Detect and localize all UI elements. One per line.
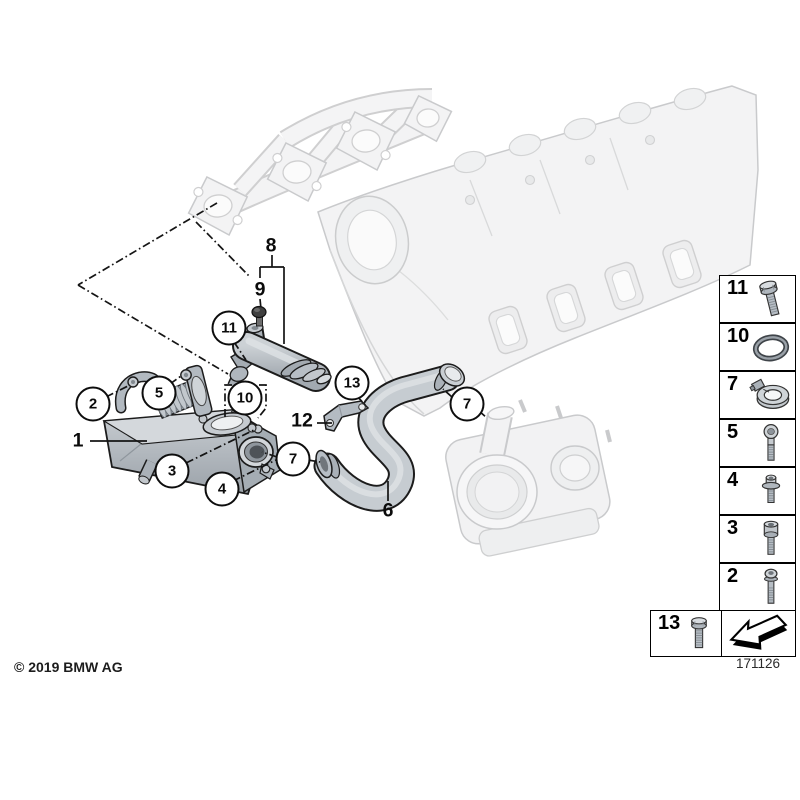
callout-7-right[interactable]: 7	[449, 386, 485, 422]
legend-item-4[interactable]: 4	[719, 467, 796, 515]
legend-item-2[interactable]: 2	[719, 563, 796, 611]
legend-number: 4	[727, 469, 739, 491]
callout-9[interactable]: 9	[254, 278, 266, 301]
view-direction-arrow-icon	[729, 614, 788, 650]
cylinder-head-ghost	[317, 85, 759, 417]
callout-10[interactable]: 10	[227, 380, 263, 416]
callout-7-left[interactable]: 7	[275, 441, 311, 477]
callout-13[interactable]: 13	[334, 365, 370, 401]
flange-head-screw-icon	[761, 474, 781, 504]
legend-number: 13	[658, 612, 681, 634]
callout-5[interactable]: 5	[141, 375, 177, 411]
callout-3[interactable]: 3	[154, 453, 190, 489]
exhaust-manifold-ghost	[187, 88, 453, 237]
legend-item-3[interactable]: 3	[719, 515, 796, 563]
legend-number: 5	[727, 421, 739, 443]
sensor-screw	[251, 305, 267, 327]
callout-1[interactable]: 1	[72, 429, 84, 452]
copyright-text: © 2019 BMW AG	[14, 659, 123, 675]
hex-bolt-icon	[691, 617, 707, 649]
callout-4[interactable]: 4	[204, 471, 240, 507]
mounting-reference-lines	[77, 202, 251, 375]
callout-12[interactable]: 12	[291, 409, 313, 432]
legend-item-11[interactable]: 11	[719, 275, 796, 323]
pan-head-screw-icon	[763, 424, 779, 461]
callout-2[interactable]: 2	[75, 386, 111, 422]
legend-number: 2	[727, 565, 739, 587]
hose-clamp-icon	[749, 378, 790, 410]
legend-item-5[interactable]: 5	[719, 419, 796, 467]
egr-valve	[227, 305, 332, 392]
diagram-number: 171126	[735, 656, 780, 671]
legend-item-7[interactable]: 7	[719, 371, 796, 419]
legend-item-10[interactable]: 10	[719, 323, 796, 371]
legend-number: 11	[727, 277, 749, 299]
callout-6[interactable]: 6	[382, 499, 394, 522]
socket-head-screw-icon	[763, 520, 779, 555]
throttle-body-ghost	[445, 399, 612, 557]
legend-view-direction[interactable]	[721, 610, 796, 657]
o-ring-icon	[752, 334, 790, 362]
callout-11[interactable]: 11	[211, 310, 247, 346]
callout-8[interactable]: 8	[265, 234, 277, 257]
legend-number: 7	[727, 373, 739, 395]
hex-flange-bolt-icon	[759, 280, 780, 317]
egr-pipe	[313, 363, 466, 512]
legend-number: 10	[727, 325, 750, 347]
legend-number: 3	[727, 517, 739, 539]
socket-head-bolt-icon	[764, 568, 778, 604]
legend-item-13[interactable]: 13	[650, 610, 722, 657]
